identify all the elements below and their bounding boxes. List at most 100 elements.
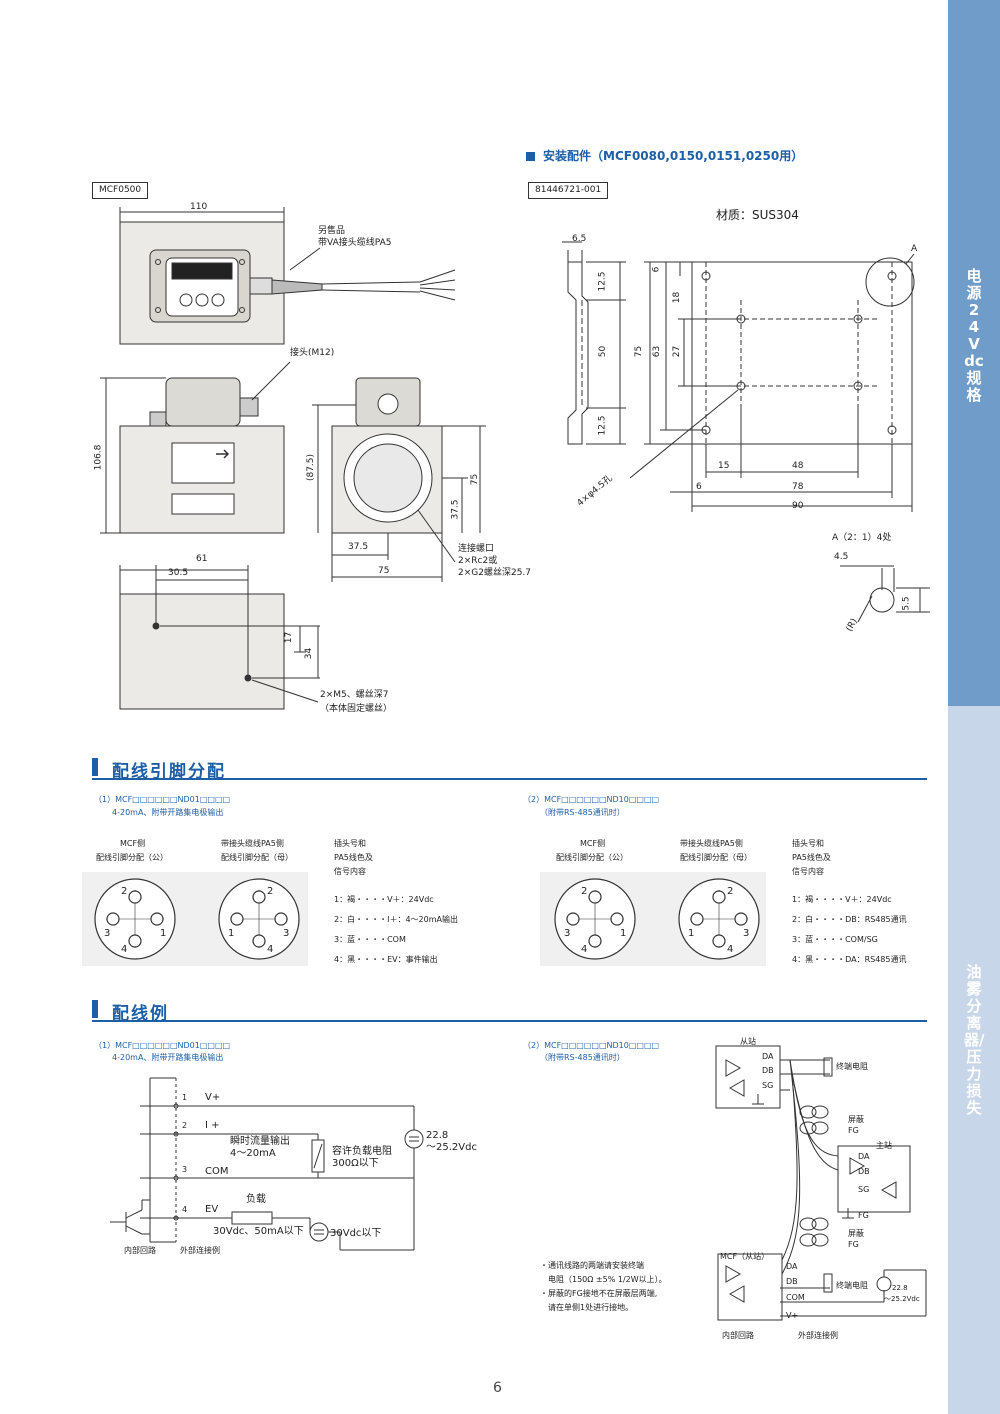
- sidebar-category-active[interactable]: 电源24Vdc规格: [948, 0, 1000, 706]
- terminal-1: 1: [182, 1093, 188, 1102]
- section-title-example: 配线例: [112, 1004, 169, 1024]
- signal-left-4: 4：黑・・・・EV：事件输出: [334, 955, 438, 964]
- pins-right-model: （2）MCF□□□□□□ND10□□□□: [523, 795, 660, 804]
- header-cable-pins-r: 配线引脚分配（母）: [680, 853, 752, 862]
- terminator-bottom: 终端电阻: [836, 1281, 868, 1290]
- header-signal-3-r: 信号内容: [792, 867, 824, 876]
- terminal-3: 3: [182, 1165, 188, 1174]
- load-label: 负载: [246, 1194, 266, 1205]
- example-left-desc: 4-20mA、附带开路集电极输出: [112, 1053, 224, 1062]
- dim-61: 61: [196, 554, 208, 564]
- label-com: COM: [205, 1166, 229, 1177]
- pin-num-3-rf: 3: [743, 928, 750, 939]
- material-label: 材质：SUS304: [716, 208, 799, 222]
- pin-num-4-r: 4: [581, 944, 588, 955]
- signal-left-1: 1：褐・・・・V＋：24Vdc: [334, 895, 434, 904]
- supply-voltage-2: ～25.2Vdc: [426, 1142, 477, 1153]
- model-label-box: MCF0500: [92, 182, 149, 199]
- dim-15: 15: [718, 461, 730, 471]
- dim-17: 17: [284, 631, 295, 644]
- pins-left-desc: 4-20mA、附带开路集电极输出: [112, 808, 224, 817]
- header-mcf-side: MCF侧: [120, 839, 146, 848]
- shield-top: 屏蔽: [848, 1115, 864, 1124]
- section-square-icon: [526, 152, 535, 161]
- signal-right-3: 3：蓝・・・・COM/SG: [792, 935, 878, 944]
- internal-circuit-r: 内部回路: [722, 1331, 754, 1340]
- dim-90: 90: [792, 501, 804, 511]
- signal-right-1: 1：褐・・・・V＋：24Vdc: [792, 895, 892, 904]
- label-i-plus: I +: [205, 1120, 220, 1131]
- detail-a-title: A（2：1）4处: [832, 533, 892, 543]
- load-resistor-value: 300Ω以下: [332, 1158, 379, 1169]
- mcf-db: DB: [786, 1277, 798, 1286]
- dim-12-5-bottom: 12.5: [597, 415, 608, 436]
- section-bar-icon-2: [92, 1000, 98, 1018]
- connector-label: 接头(M12): [290, 348, 335, 358]
- example-right-desc: （附带RS-485通讯时）: [540, 1053, 625, 1062]
- dim-110: 110: [190, 202, 208, 212]
- header-cable-side-r: 带接头缆线PA5侧: [680, 839, 743, 848]
- dim-63: 63: [652, 345, 663, 358]
- port-spec-1: 2×Rc2或: [458, 556, 498, 566]
- accessory-title: 安装配件（MCF0080,0150,0151,0250用）: [543, 149, 804, 163]
- bracket-drawing: [562, 241, 930, 623]
- header-mcf-pins: 配线引脚分配（公）: [96, 853, 168, 862]
- dim-50: 50: [598, 345, 609, 358]
- example-left-model: （1）MCF□□□□□□ND01□□□□: [94, 1041, 231, 1050]
- dim-6-h: 6: [696, 482, 702, 492]
- mcf0500-drawing: [100, 207, 486, 710]
- dim-6-5: 6.5: [572, 234, 587, 244]
- pin-num-1-lf: 1: [228, 928, 235, 939]
- terminal-4: 4: [182, 1205, 188, 1214]
- shield-bottom: 屏蔽: [848, 1229, 864, 1238]
- max-voltage-label: 30Vdc以下: [330, 1228, 382, 1239]
- signal-right-4: 4：黑・・・・DA：RS485通讯: [792, 955, 907, 964]
- pin-num-4-rf: 4: [727, 944, 734, 955]
- pin-num-1-r: 1: [620, 928, 627, 939]
- page-number: 6: [493, 1380, 502, 1396]
- mcf-vplus: V+: [786, 1311, 799, 1320]
- header-mcf-pins-r: 配线引脚分配（公）: [556, 853, 628, 862]
- dim-5-5: 5.5: [901, 596, 912, 611]
- header-signal-3: 信号内容: [334, 867, 366, 876]
- header-cable-side: 带接头缆线PA5侧: [221, 839, 284, 848]
- slave-da: DA: [762, 1052, 774, 1061]
- header-signal-2-r: PA5线色及: [792, 853, 831, 862]
- dim-75-h: 75: [378, 566, 390, 576]
- header-cable-pins: 配线引脚分配（母）: [221, 853, 293, 862]
- port-label: 连接螺口: [458, 544, 495, 554]
- section-title-pins: 配线引脚分配: [112, 762, 226, 782]
- signal-right-2: 2：白・・・・DB：RS485通讯: [792, 915, 907, 924]
- dim-12-5-top: 12.5: [597, 271, 608, 292]
- master-fg: FG: [858, 1211, 869, 1220]
- header-signal-1: 插头号和: [334, 839, 366, 848]
- mcf-com: COM: [786, 1293, 805, 1302]
- pin-connector-diagrams: [94, 878, 760, 960]
- note-1: ・通讯线路的两端请安装终端: [540, 1261, 644, 1270]
- dim-6-v: 6: [651, 266, 662, 273]
- master-db: DB: [858, 1167, 870, 1176]
- signal-left-3: 3：蓝・・・・COM: [334, 935, 406, 944]
- external-example-label: 外部连接例: [180, 1246, 220, 1255]
- note-3: ・屏蔽的FG接地不在屏蔽层两端,: [540, 1289, 658, 1298]
- signal-left-2: 2：白・・・・I＋：4～20mA输出: [334, 915, 458, 924]
- sidebar-label-mist: 油雾分离器/压力损失: [964, 963, 985, 1117]
- pin-num-3-lf: 3: [283, 928, 290, 939]
- dim-75-bracket: 75: [634, 345, 645, 358]
- dim-37-5-h: 37.5: [348, 542, 369, 552]
- supply-voltage-1: 22.8: [426, 1130, 449, 1141]
- dim-27: 27: [672, 345, 683, 358]
- header-signal-2: PA5线色及: [334, 853, 373, 862]
- pin-num-1-l: 1: [160, 928, 167, 939]
- port-spec-2: 2×G2螺丝深25.7: [458, 568, 532, 578]
- dim-48: 48: [792, 461, 804, 471]
- slave-label: 从站: [740, 1037, 756, 1046]
- note-2: 电阻（150Ω ±5% 1/2W以上）。: [548, 1275, 667, 1284]
- label-v-plus: V+: [205, 1092, 221, 1103]
- sidebar-category[interactable]: 油雾分离器/压力损失: [948, 706, 1000, 1414]
- pin-num-3-r: 3: [564, 928, 571, 939]
- mcf-slave-label: MCF（从站）: [720, 1252, 770, 1261]
- dim-37-5-v: 37.5: [450, 499, 461, 520]
- wiring-circuit-rs485: [715, 1045, 927, 1321]
- terminal-2: 2: [182, 1121, 188, 1130]
